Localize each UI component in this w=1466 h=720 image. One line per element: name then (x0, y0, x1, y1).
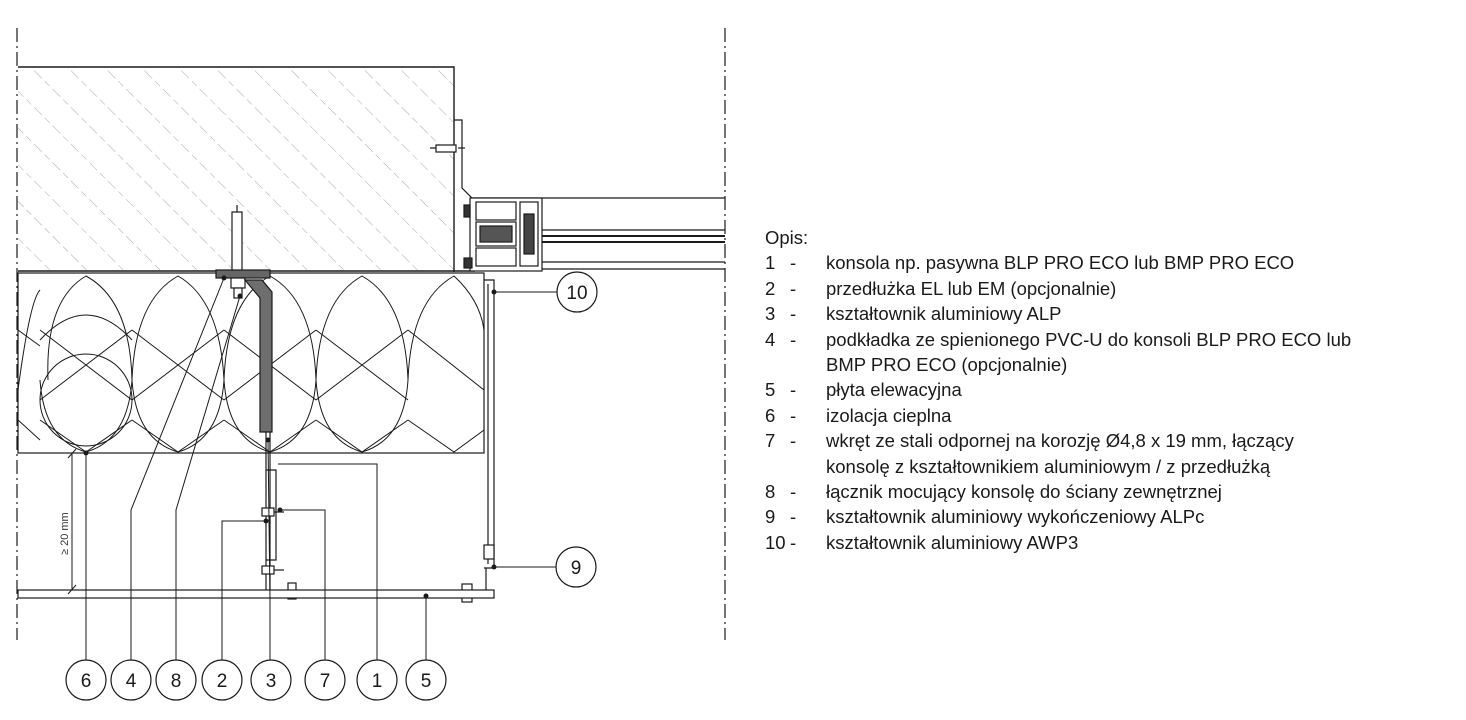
legend-item-text: kształtownik aluminiowy AWP3 (826, 531, 1079, 553)
svg-text:2: 2 (217, 671, 228, 692)
legend-item: 6 - izolacja cieplna (765, 403, 1455, 428)
thermal-insulation (17, 272, 485, 454)
legend-item-text: wkręt ze stali odpornej na korozję Ø4,8 … (826, 430, 1294, 477)
legend-item-number: 8 (765, 481, 776, 503)
legend-item-text: płyta elewacyjna (826, 379, 962, 401)
legend-item: 5 - płyta elewacyjna (765, 377, 1455, 402)
svg-text:6: 6 (81, 671, 92, 692)
legend-item: 9 - kształtownik aluminiowy wykończeniow… (765, 504, 1455, 529)
legend-item: 2 - przedłużka EL lub EM (opcjonalnie) (765, 276, 1455, 301)
legend-item-text: izolacja cieplna (826, 404, 952, 426)
leader-dots (83, 275, 497, 599)
svg-text:7: 7 (320, 671, 331, 692)
legend-item-text: łącznik mocujący konsolę do ściany zewnę… (826, 481, 1222, 503)
svg-text:9: 9 (571, 558, 582, 579)
legend-title: Opis: (765, 227, 809, 248)
svg-text:5: 5 (421, 671, 432, 692)
legend-item-text: kształtownik aluminiowy wykończeniowy AL… (826, 506, 1205, 528)
legend-item-number: 1 (765, 252, 776, 274)
svg-text:4: 4 (126, 671, 137, 692)
legend-item-number: 5 (765, 379, 776, 401)
legend-item-number: 10 (765, 531, 786, 553)
callout-6: 6 (65, 659, 107, 701)
legend-item-number: 3 (765, 303, 776, 325)
legend-item-number: 6 (765, 404, 776, 426)
legend-item-number: 4 (765, 328, 776, 350)
callout-5: 5 (405, 659, 447, 701)
wall-section (18, 66, 475, 272)
callout-4: 4 (110, 659, 152, 701)
dimension-air-gap (67, 448, 77, 595)
legend-item-text: podkładka ze spienionego PVC-U do konsol… (826, 328, 1352, 376)
callout-2: 2 (201, 659, 243, 701)
legend-item: 8 - łącznik mocujący konsolę do ściany z… (765, 479, 1455, 504)
svg-text:10: 10 (566, 283, 587, 304)
legend-item: 10 - kształtownik aluminiowy AWP3 (765, 530, 1455, 555)
window-frame (430, 119, 725, 272)
legend-item-text: przedłużka EL lub EM (opcjonalnie) (826, 277, 1117, 299)
svg-text:1: 1 (372, 671, 383, 692)
callout-10: 10 (556, 271, 598, 313)
legend-item-text: kształtownik aluminiowy ALP (826, 303, 1062, 325)
legend-item-number: 7 (765, 430, 776, 452)
legend-item: 4 - podkładka ze spienionego PVC-U do ko… (765, 327, 1455, 378)
legend-item-text: konsola np. pasywna BLP PRO ECO lub BMP … (826, 252, 1295, 274)
leader-lines (85, 277, 560, 660)
dimension-label: ≥ 20 mm (59, 512, 71, 555)
svg-text:3: 3 (266, 671, 277, 692)
callout-8: 8 (155, 659, 197, 701)
callout-3: 3 (250, 659, 292, 701)
callout-1: 1 (356, 659, 398, 701)
callout-9: 9 (555, 546, 597, 588)
legend: Opis: 1 - konsola np. pasywna BLP PRO EC… (765, 225, 1455, 555)
legend-item-number: 2 (765, 277, 776, 299)
legend-item-number: 9 (765, 506, 776, 528)
legend-item: 7 - wkręt ze stali odpornej na korozję Ø… (765, 428, 1455, 479)
legend-item: 3 - kształtownik aluminiowy ALP (765, 301, 1455, 326)
callout-7: 7 (304, 659, 346, 701)
facade-board (17, 589, 495, 599)
legend-item: 1 - konsola np. pasywna BLP PRO ECO lub … (765, 250, 1455, 275)
svg-text:8: 8 (171, 671, 182, 692)
